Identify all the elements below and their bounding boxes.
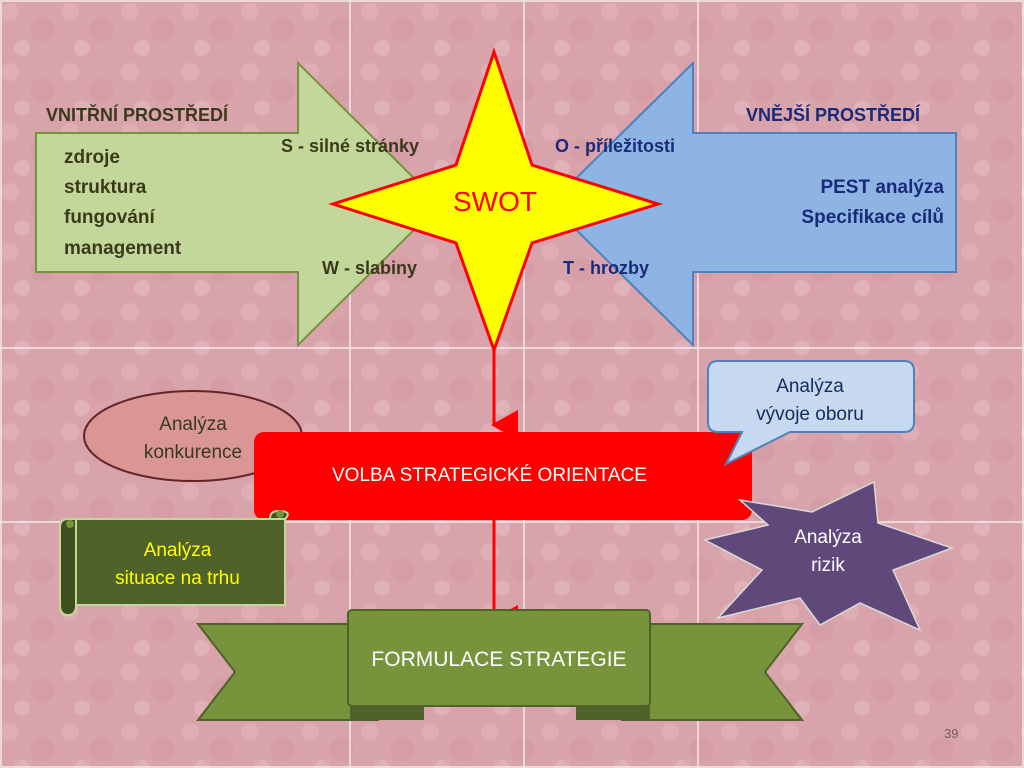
page-number: 39 [944,726,959,741]
external-arrow-shape [548,60,957,348]
risks-label-line: rizik [811,555,845,576]
market-label-line: situace na trhu [115,568,240,589]
formulation-label: FORMULACE STRATEGIE [371,648,627,671]
internal-item: zdroje [64,147,120,168]
industry-callout-shape [707,360,915,467]
industry-label-line: vývoje oboru [756,404,864,425]
competition-label-line: konkurence [143,442,243,463]
internal-item: management [64,238,182,259]
external-title: VNĚJŠÍ PROSTŘEDÍ [746,105,921,125]
formulation-ribbon-shape [195,609,805,721]
competition-label-line: Analýza [159,414,227,435]
external-item: Specifikace cílů [801,207,944,228]
internal-title: VNITŘNÍ PROSTŘEDÍ [46,105,229,125]
internal-item: fungování [64,207,155,228]
market-label: Analýza situace na trhu [85,537,270,593]
orientation-box-shape [254,432,752,520]
risks-label: Analýza rizik [778,524,878,580]
industry-label-line: Analýza [776,376,844,397]
industry-label: Analýza vývoje oboru [720,373,900,429]
competition-label: Analýza konkurence [120,411,266,467]
internal-arrow-shape [35,60,442,348]
risks-burst-shape [702,480,955,632]
external-item: PEST analýza [820,177,944,198]
market-label-line: Analýza [143,540,212,561]
swot-weaknesses-label: W - slabiny [322,258,418,278]
swot-opportunities-label: O - příležitosti [555,136,676,156]
internal-item: struktura [64,177,147,198]
swot-center-label: SWOT [453,186,537,217]
risks-label-line: Analýza [794,527,862,548]
market-scroll-shape [59,509,289,617]
orientation-label: VOLBA STRATEGICKÉ ORIENTACE [332,465,647,486]
swot-threats-label: T - hrozby [563,258,649,278]
swot-strengths-label: S - silné stránky [281,136,420,156]
